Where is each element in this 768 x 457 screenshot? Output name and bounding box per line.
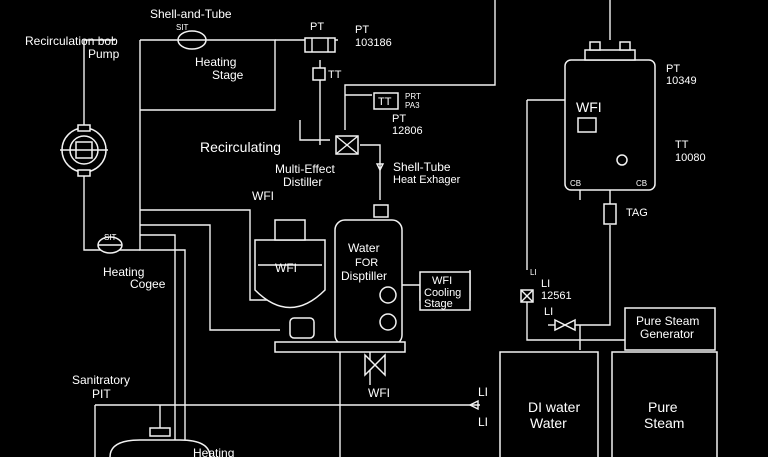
label-li-a: LI [541, 278, 550, 290]
label-li-a-num: 12561 [541, 290, 572, 302]
label-tag: TAG [626, 207, 648, 219]
label-pt-top: PT [310, 21, 324, 33]
sanitary-tank [109, 427, 211, 457]
label-recirculating: Recirculating [200, 139, 281, 155]
heat-exchanger-left-lower [97, 236, 123, 254]
label-heating-stage: Heating [195, 55, 236, 69]
label-pt-mid-b: PA3 [405, 101, 420, 110]
di-water-tank [499, 351, 599, 457]
water-for-distiller [334, 204, 403, 346]
label-heating-left-2: Cogee [130, 277, 166, 291]
multi-effect-core [335, 135, 359, 155]
label-water-for-3: Disptiller [341, 269, 387, 283]
label-cb-right: CB [636, 179, 647, 188]
label-wfi-storage: WFI [576, 99, 602, 115]
label-tt-right: TT [675, 139, 689, 151]
tt-box [373, 92, 399, 110]
label-multi-effect: Multi-Effect [275, 162, 335, 176]
label-li-right: LI [478, 385, 488, 399]
label-pure-steam-gen-2: Generator [640, 327, 694, 341]
label-tt-mid: TT [328, 69, 342, 81]
heat-exchanger-top [177, 30, 207, 50]
labels: Shell-and-Tube Recirculation bob Pump He… [25, 7, 706, 457]
label-heating-stage-2: Stage [212, 68, 244, 82]
label-multi-effect-2: Distiller [283, 175, 322, 189]
tag-instrument [603, 203, 617, 225]
label-di-water: DI water [528, 399, 580, 415]
label-pt-right-num: 10349 [666, 75, 697, 87]
label-wfi-bottom: WFI [368, 386, 390, 400]
pt-instrument-top [304, 37, 336, 81]
label-tt-right-num: 10080 [675, 152, 706, 164]
label-wfi-cooling: WFI [432, 275, 452, 287]
label-shell-tube-right: Shell-Tube [393, 160, 451, 174]
pure-steam-tank [611, 351, 718, 457]
skid-base [274, 341, 406, 377]
label-wfi-cooling-3: Stage [424, 298, 453, 310]
label-li-right-2: LI [478, 415, 488, 429]
label-li-b: LI [544, 306, 553, 318]
shell-tube-heater-left [60, 124, 108, 177]
pure-steam-generator-box [624, 307, 716, 351]
label-pt-mid2-num: 12806 [392, 125, 423, 137]
label-wfi-cooling-2: Cooling [424, 287, 461, 299]
label-recirc-pump: Recirculation bob [25, 34, 118, 48]
label-hx-small-2: SIT [104, 233, 117, 242]
label-shell-tube-top: Shell-and-Tube [150, 7, 232, 21]
label-cb-left: CB [570, 179, 581, 188]
label-water-for: Water [348, 241, 380, 255]
label-water-for-2: FOR [355, 257, 378, 269]
label-shell-tube-right-2: Heat Exhager [393, 174, 461, 186]
wfi-cooling-box [419, 271, 471, 311]
wfi-tank [254, 219, 326, 339]
label-tt-box: TT [378, 96, 392, 108]
label-heating-bottom: Heating [193, 446, 234, 457]
label-hx-small: SIT [176, 23, 189, 32]
label-wfi-tank: WFI [275, 261, 297, 275]
label-li-small: LI [530, 268, 537, 277]
label-pt-mid2: PT [392, 113, 406, 125]
label-sanitary-2: PIT [92, 387, 111, 401]
label-pure-steam-2: Steam [644, 415, 684, 431]
label-pure-steam: Pure [648, 399, 678, 415]
wfi-storage-tank [564, 41, 656, 191]
label-pt-right: PT [666, 63, 680, 75]
label-recirc-pump-2: Pump [88, 47, 120, 61]
label-pure-steam-gen: Pure Steam [636, 314, 699, 328]
label-sanitary: Sanitratory [72, 373, 130, 387]
label-heating-left: Heating [103, 265, 144, 279]
li-valve [520, 289, 576, 332]
label-di-water-2: Water [530, 415, 567, 431]
label-wfi-top: WFI [252, 189, 274, 203]
label-pt-mid-a: PRT [405, 92, 421, 101]
label-pt-top-num: 103186 [355, 37, 392, 49]
label-pt-top-tag: PT [355, 24, 369, 36]
